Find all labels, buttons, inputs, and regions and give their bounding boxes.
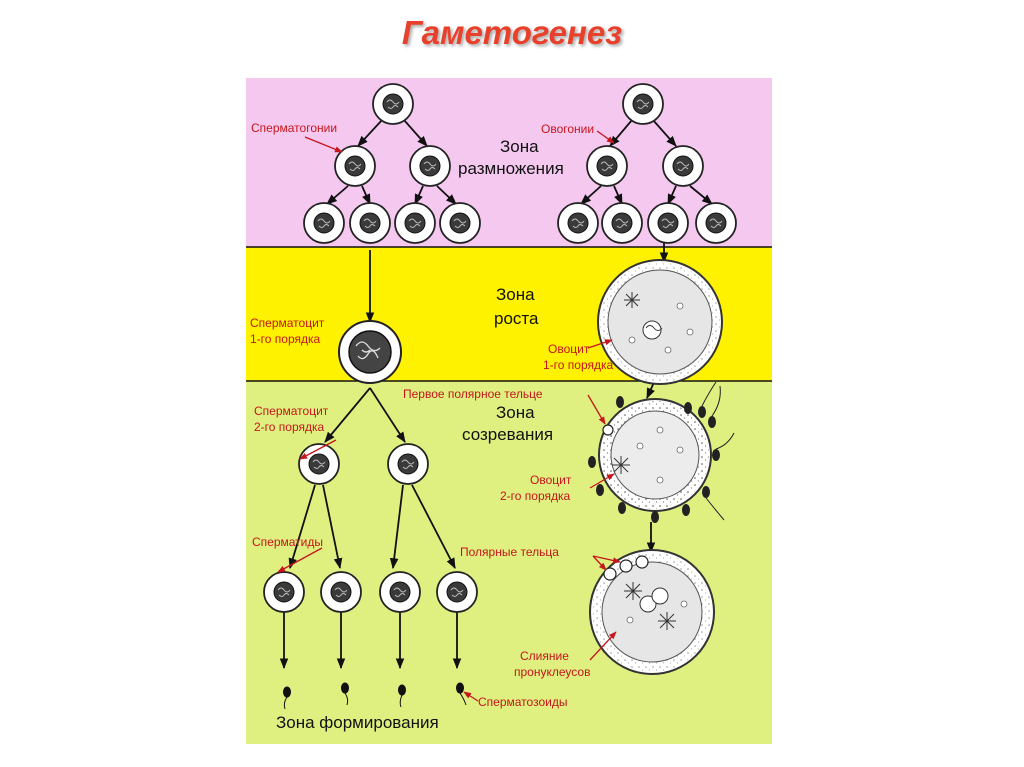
label-first-polar-body: Первое полярное тельце	[403, 387, 543, 401]
label-spermatozoa: Сперматозоиды	[478, 695, 567, 709]
cell-oogonium	[557, 202, 599, 244]
lineage-lines	[279, 119, 713, 670]
cell-spermatogonium	[409, 145, 451, 187]
cell-spermatid	[379, 571, 421, 613]
label-spermatocyte-1: Сперматоцит 1-го порядка	[250, 316, 328, 346]
oocyte-1-cell	[597, 259, 723, 385]
cell-spermatocyte-2	[298, 443, 340, 485]
cell-oogonium	[601, 202, 643, 244]
slide-title: Гаметогенез	[401, 14, 623, 51]
cell-spermatogonium	[334, 145, 376, 187]
label-oocyte-1: Овоцит 1-го порядка	[543, 342, 614, 372]
cell-oogonium	[586, 145, 628, 187]
cell-spermatocyte-2	[387, 443, 429, 485]
pointer-lines	[277, 130, 621, 702]
cell-oogonium	[662, 145, 704, 187]
cell-spermatogonium	[372, 83, 414, 125]
label-oogonia: Овогонии	[541, 122, 594, 136]
cell-spermatogonium	[349, 202, 391, 244]
label-polar-bodies: Полярные тельца	[460, 545, 559, 559]
cell-spermatid	[320, 571, 362, 613]
cell-spermatogonium	[303, 202, 345, 244]
zone-reproduction-label: Зона размножения	[458, 137, 564, 178]
zone-maturation-label: Зона созревания	[462, 403, 553, 444]
spermatozoa-shapes	[283, 682, 467, 710]
cell-spermatid	[436, 571, 478, 613]
label-spermatocyte-2: Сперматоцит 2-го порядка	[254, 404, 332, 434]
label-spermatids: Сперматиды	[252, 535, 323, 549]
cell-oogonium	[622, 83, 664, 125]
zone-formation-label: Зона формирования	[276, 713, 439, 732]
small-cells	[263, 83, 737, 613]
cell-spermatogonium	[394, 202, 436, 244]
label-spermatogonia: Сперматогонии	[251, 121, 337, 135]
label-oocyte-2: Овоцит 2-го порядка	[500, 473, 575, 503]
cell-spermatogonium	[439, 202, 481, 244]
cell-spermatid	[263, 571, 305, 613]
zygote-cell	[589, 549, 715, 675]
zone-growth-label: Зона роста	[494, 285, 539, 328]
label-fusion: Слияние пронуклеусов	[514, 649, 590, 679]
oocyte-2-cell	[588, 381, 735, 523]
cell-oogonium	[647, 202, 689, 244]
cell-oogonium	[695, 202, 737, 244]
spermatocyte-1-cell	[338, 320, 402, 384]
